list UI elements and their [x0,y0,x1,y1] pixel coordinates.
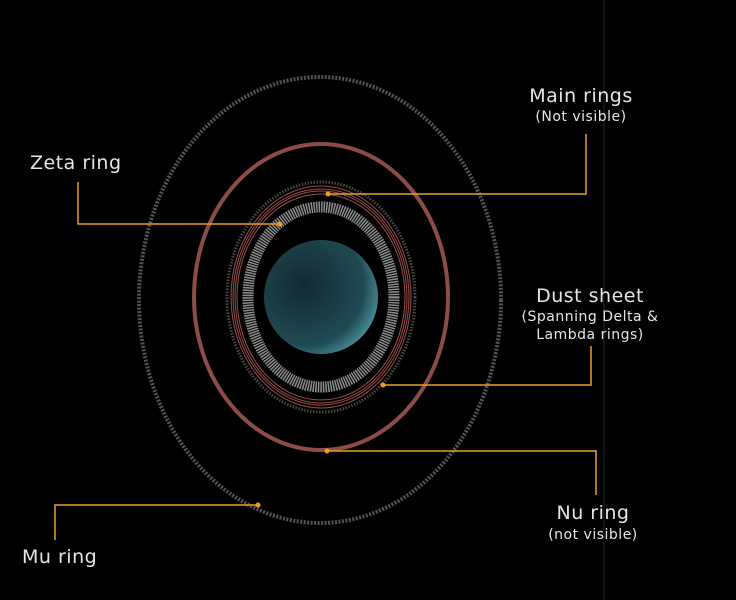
main-rings-leader [328,134,587,195]
main-ring-line [236,193,406,401]
nu-ring-note: (not visible) [548,527,638,543]
nu-ring-marker [324,448,330,454]
nu-ring-label: Nu ring [557,502,630,524]
mu-ring-leader [54,504,258,540]
leader-markers [255,191,386,508]
planet-uranus [264,240,378,354]
mu-ring-label: Mu ring [22,546,97,568]
nu-ring [192,142,450,452]
mu-ring-marker [255,502,261,508]
dust-sheet-note-1: (Spanning Delta & [522,309,659,325]
main-ring-line [230,185,412,409]
dust-sheet-label: Dust sheet [536,285,644,307]
mu-ring [137,75,503,525]
main-rings-marker [325,191,331,197]
zeta-ring-label: Zeta ring [30,152,122,174]
main-rings-label: Main rings [529,85,633,107]
main-ring-line [234,190,408,404]
nu-ring-leader [327,450,597,495]
main-rings [225,180,417,414]
zeta-ring-marker [277,221,283,227]
dust-sheet-leader [383,346,592,386]
zeta-ring-leader [77,182,280,225]
main-rings-note: (Not visible) [535,109,626,125]
dust-sheet-marker [380,382,386,388]
main-ring-line [232,188,410,406]
leaders [54,134,597,540]
dust-sheet-note-2: Lambda rings) [536,327,643,343]
main-ring-outer-haze [225,180,417,414]
dust-sheet [242,201,400,393]
